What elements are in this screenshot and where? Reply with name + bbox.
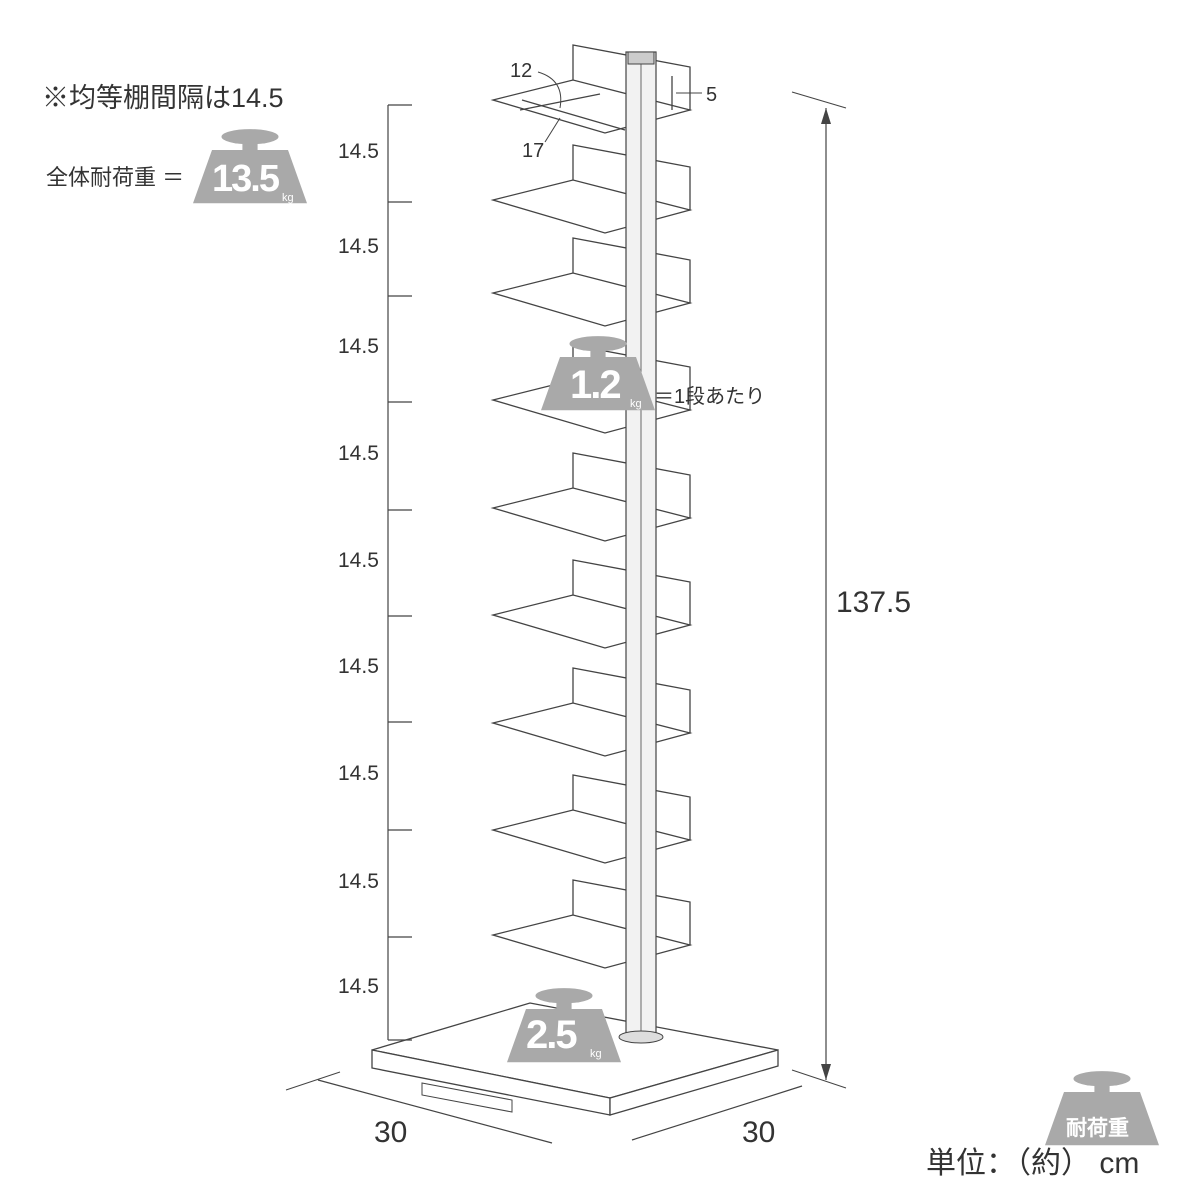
shelf: [490, 559, 693, 649]
depth-dimension-line: [631, 1085, 803, 1141]
extension-line: [285, 1071, 341, 1091]
shelf-width-label: 17: [522, 140, 545, 162]
weight-neck: [556, 999, 572, 1009]
base-load-value: 2.5: [526, 1013, 578, 1057]
extension-line: [791, 1069, 847, 1089]
weight-body: [1045, 1092, 1159, 1146]
base-side: [609, 1049, 779, 1116]
width-arrow: [521, 99, 626, 131]
spacing-label: 14.5: [338, 869, 379, 893]
unit-note: 単位：（約） cm: [926, 1147, 1140, 1180]
total-height-label: 137.5: [836, 586, 912, 619]
depth-arrow: [519, 93, 601, 111]
shelf: [490, 879, 693, 969]
total-load-label: 全体耐荷重 ＝: [46, 165, 185, 190]
shelf: [490, 237, 693, 327]
spacing-label: 14.5: [338, 442, 379, 465]
base-load-unit: kg: [590, 1048, 602, 1060]
total-load-unit: kg: [282, 192, 294, 204]
base-handle: [421, 1082, 513, 1113]
weight-body: [541, 357, 655, 411]
leader-line: [537, 71, 562, 109]
weight-body: [507, 1009, 621, 1063]
weight-handle: [221, 129, 279, 145]
weight-neck: [1094, 1082, 1110, 1092]
base-width-label: 30: [374, 1116, 408, 1149]
width-dimension-line: [317, 1079, 553, 1144]
shelf-load-suffix: ＝1段あたり: [654, 386, 766, 408]
spacing-label: 14.5: [338, 235, 379, 258]
weight-handle: [1073, 1071, 1131, 1087]
arrow-icon: [821, 108, 831, 124]
spacing-label: 14.5: [338, 549, 379, 572]
shelf-load-weight-icon: [541, 336, 655, 411]
extension-line: [791, 91, 847, 109]
post-cap: [627, 51, 655, 65]
shelf-load-value: 1.2: [570, 363, 622, 407]
back-height-label: 5: [706, 84, 718, 106]
shelf: [490, 774, 693, 864]
spacing-label: 14.5: [338, 139, 379, 163]
post-foot: [618, 1030, 664, 1044]
weight-neck: [242, 140, 258, 150]
weight-neck: [590, 347, 606, 357]
total-load-value: 13.5: [212, 158, 280, 200]
spacing-label: 14.5: [338, 974, 379, 998]
spacing-note: ※均等棚間隔は14.5: [42, 83, 284, 113]
arrow-icon: [821, 1064, 831, 1080]
shelf-depth-label: 12: [510, 60, 533, 82]
spacing-label: 14.5: [338, 762, 379, 785]
shelf: [490, 452, 693, 542]
shelf-load-unit: kg: [630, 398, 642, 410]
weight-handle: [569, 336, 627, 352]
spacing-label: 14.5: [338, 655, 379, 678]
shelf: [490, 667, 693, 757]
base-depth-label: 30: [742, 1116, 776, 1149]
leader-line: [544, 117, 561, 143]
total-load-weight-icon: [193, 129, 307, 204]
weight-body: [193, 150, 307, 204]
weight-handle: [535, 988, 593, 1004]
legend-label: 耐荷重: [1066, 1117, 1129, 1140]
legend-weight-icon: [1045, 1071, 1159, 1146]
base-load-weight-icon: [507, 988, 621, 1063]
spacing-label: 14.5: [338, 335, 379, 358]
